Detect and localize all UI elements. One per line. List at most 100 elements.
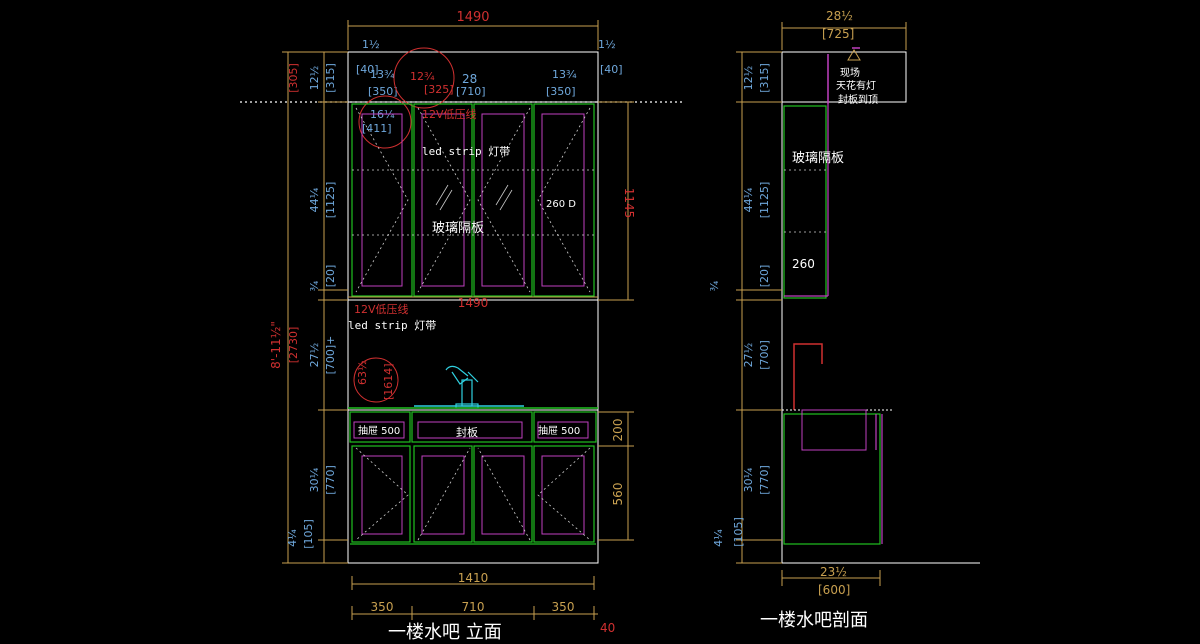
drawer-left-label: 抽屉 500	[358, 424, 400, 437]
shelf-depth-label: 260 D	[546, 199, 576, 210]
elevation-top-dimension	[347, 20, 599, 50]
top-right-fraction: 1½	[598, 38, 616, 51]
section-mid-height-in: 27½	[742, 343, 755, 368]
section-shelf-depth: 260	[792, 257, 815, 271]
upper-cabinet-frames	[351, 103, 595, 297]
section-lower-magenta	[875, 414, 883, 544]
led-strip-label-2: led strip 灯带	[348, 319, 436, 332]
section-base-height-mm: [105]	[732, 517, 745, 547]
top-left-mm: [40]	[356, 63, 379, 76]
seg-mid-mm: [710]	[456, 85, 486, 98]
lower-height-in: 30¼	[308, 467, 321, 492]
mid-width-value: 1490	[458, 296, 489, 310]
section-top-height-mm: [315]	[758, 63, 771, 93]
lower-door-panels	[353, 421, 589, 535]
section-top-in: 28½	[826, 9, 853, 23]
glass-reflection-marks	[435, 184, 513, 211]
section-note-1: 现场	[840, 66, 860, 79]
lower-right-dimensions	[598, 411, 634, 541]
callout-circle-top	[393, 47, 455, 109]
bottom-end-value: 40	[600, 621, 615, 635]
section-top-height-in: 12½	[742, 66, 755, 91]
section-title: 一楼水吧剖面	[760, 610, 868, 631]
drawer-height-value: 200	[611, 419, 625, 442]
glass-shelf-label: 玻璃隔板	[432, 221, 484, 236]
bottom-left-value: 350	[371, 600, 394, 614]
elevation-view: 1490 1½ [40] 1½ [40] 13¾ [350] 28 [710] …	[240, 10, 684, 643]
callout-top-in: 12¾	[410, 70, 435, 83]
section-sink-basin	[801, 409, 867, 451]
upper-glass-panels	[361, 113, 585, 287]
drawer-right-label: 抽屉 500	[538, 424, 580, 437]
upper-height-dimension	[598, 101, 634, 301]
seg-mid-in: 28	[462, 72, 477, 86]
section-view: 28½ [725] 现场 天花有灯 封板到顶 玻璃隔板 260	[708, 9, 980, 631]
left-dimension-lines	[282, 51, 348, 564]
callout-mid-mm: [1614]	[382, 363, 395, 400]
lower-door-swing-lines	[355, 447, 591, 541]
section-fixture	[827, 47, 860, 104]
section-glass-shelf: 玻璃隔板	[792, 151, 844, 166]
seg-right-in: 13¾	[552, 68, 577, 81]
section-left-dimension-lines	[736, 51, 782, 564]
section-faucet-icon	[793, 343, 823, 410]
section-top-mm: [725]	[822, 27, 854, 41]
top-left-fraction: 1½	[362, 38, 380, 51]
section-shelf-lines	[784, 169, 826, 233]
section-upper-height-mm: [1125]	[758, 182, 771, 219]
top-height-mm: [315]	[324, 63, 337, 93]
base-height-in: 4¼	[286, 529, 299, 547]
section-soffit	[781, 51, 907, 103]
section-base-height-in: 4¼	[712, 529, 725, 547]
bottom-right-value: 350	[552, 600, 575, 614]
callout-top-mm: [325]	[424, 83, 454, 96]
section-bottom-in: 23½	[820, 565, 847, 579]
top-height-in: 12½	[308, 66, 321, 91]
top-right-mm: [40]	[600, 63, 623, 76]
elevation-outline	[347, 51, 599, 564]
upper-height-mm: [1125]	[324, 182, 337, 219]
upper-height-in: 44¼	[308, 187, 321, 212]
low-voltage-label-2: 12V低压线	[354, 302, 409, 316]
section-note-2: 天花有灯	[836, 79, 876, 92]
section-top-dimension	[781, 22, 907, 50]
upper-height-value: 1145	[622, 188, 636, 219]
section-note-3: 封板到顶	[838, 93, 878, 106]
section-upper-magenta	[784, 104, 829, 297]
section-upper-height-in: 44¼	[742, 187, 755, 212]
section-mid-height-mm: [700]	[758, 340, 771, 370]
callout-circle-left	[358, 95, 412, 149]
mid-height-in: 27½	[308, 343, 321, 368]
panel-mid-label: 封板	[456, 425, 478, 439]
elevation-title: 一楼水吧 立面	[388, 622, 502, 643]
base-height-mm: [105]	[302, 519, 315, 549]
callout-left-mm: [411]	[362, 122, 392, 135]
bottom-mid-value: 710	[462, 600, 485, 614]
upper-door-swing-lines	[352, 107, 594, 293]
section-gap-mm: [20]	[758, 265, 771, 288]
callout-mid-in: 63½	[356, 360, 369, 385]
faucet-icon	[445, 365, 479, 409]
seg-left-mm: [350]	[368, 85, 398, 98]
lower-cabinet-frames	[349, 411, 597, 545]
total-height-ft: 8'-11½"	[269, 321, 283, 369]
section-lower-height-mm: [770]	[758, 465, 771, 495]
section-lower-cabinet	[783, 413, 881, 545]
section-lower-height-in: 30¼	[742, 467, 755, 492]
seg-left-in: 13¾	[370, 68, 395, 81]
elevation-top-width: 1490	[456, 10, 489, 25]
lower-height-mm: [770]	[324, 465, 337, 495]
total-height-mm: [2730]	[287, 327, 300, 364]
led-strip-label-1: led strip 灯带	[422, 145, 510, 158]
section-bottom-dimension	[781, 570, 881, 586]
section-upper-cabinet	[783, 105, 827, 299]
gap-height-in: ¾	[308, 280, 321, 291]
low-voltage-label-1: 12V低压线	[422, 107, 477, 121]
gap-height-mm: [20]	[324, 265, 337, 288]
seg-right-mm: [350]	[546, 85, 576, 98]
ceiling-light-icon	[847, 49, 861, 61]
callout-circle-mid	[353, 357, 399, 403]
top-height-red: [305]	[287, 63, 300, 93]
section-bottom-mm: [600]	[818, 583, 850, 597]
